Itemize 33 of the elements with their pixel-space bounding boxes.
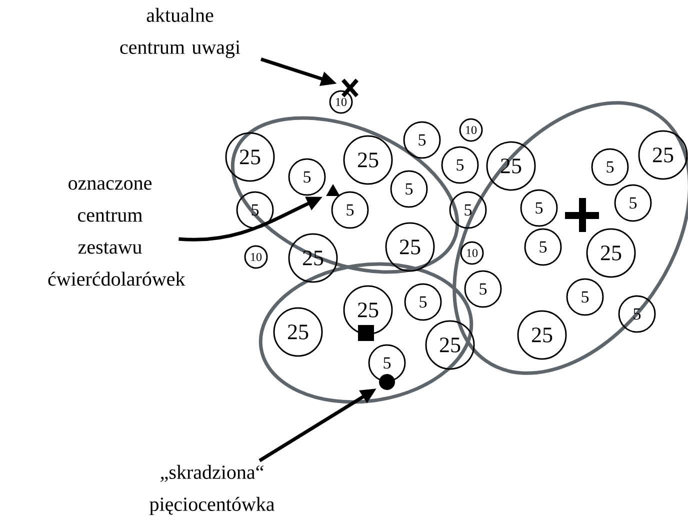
callout-text: aktualne centrum uwagi (120, 8, 240, 58)
triangle-marker (326, 184, 340, 196)
callout-text: „skradziona“ pięciocentówka (150, 464, 274, 516)
coin: 5 (614, 184, 652, 222)
coin: 5 (331, 191, 369, 229)
coin: 10 (459, 118, 483, 142)
coin: 5 (390, 170, 428, 208)
coin: 5 (288, 158, 326, 196)
coin: 5 (464, 270, 502, 308)
coin: 5 (449, 191, 487, 229)
coin: 5 (520, 189, 558, 227)
coin: 25 (385, 222, 435, 272)
coin: 25 (343, 135, 393, 185)
coin: 5 (591, 148, 629, 186)
coin: 25 (425, 320, 475, 370)
dot-marker (379, 374, 395, 390)
coin: 5 (403, 121, 441, 159)
callout-text: oznaczone centrum zestawu ćwierćdolarówek (48, 180, 186, 286)
coin: 5 (566, 278, 604, 316)
coin: 25 (638, 130, 688, 180)
coin: 5 (441, 146, 479, 184)
coin: 5 (404, 283, 442, 321)
coin: 25 (517, 310, 567, 360)
coin: 25 (343, 285, 393, 335)
coin: 5 (368, 344, 406, 382)
coin: 5 (524, 228, 562, 266)
coin: 25 (273, 307, 323, 357)
coin: 25 (225, 132, 275, 182)
coin: 25 (586, 228, 636, 278)
coin: 10 (329, 90, 353, 114)
coin: 10 (244, 245, 268, 269)
x-mark (341, 78, 359, 98)
coin: 10 (460, 241, 484, 265)
